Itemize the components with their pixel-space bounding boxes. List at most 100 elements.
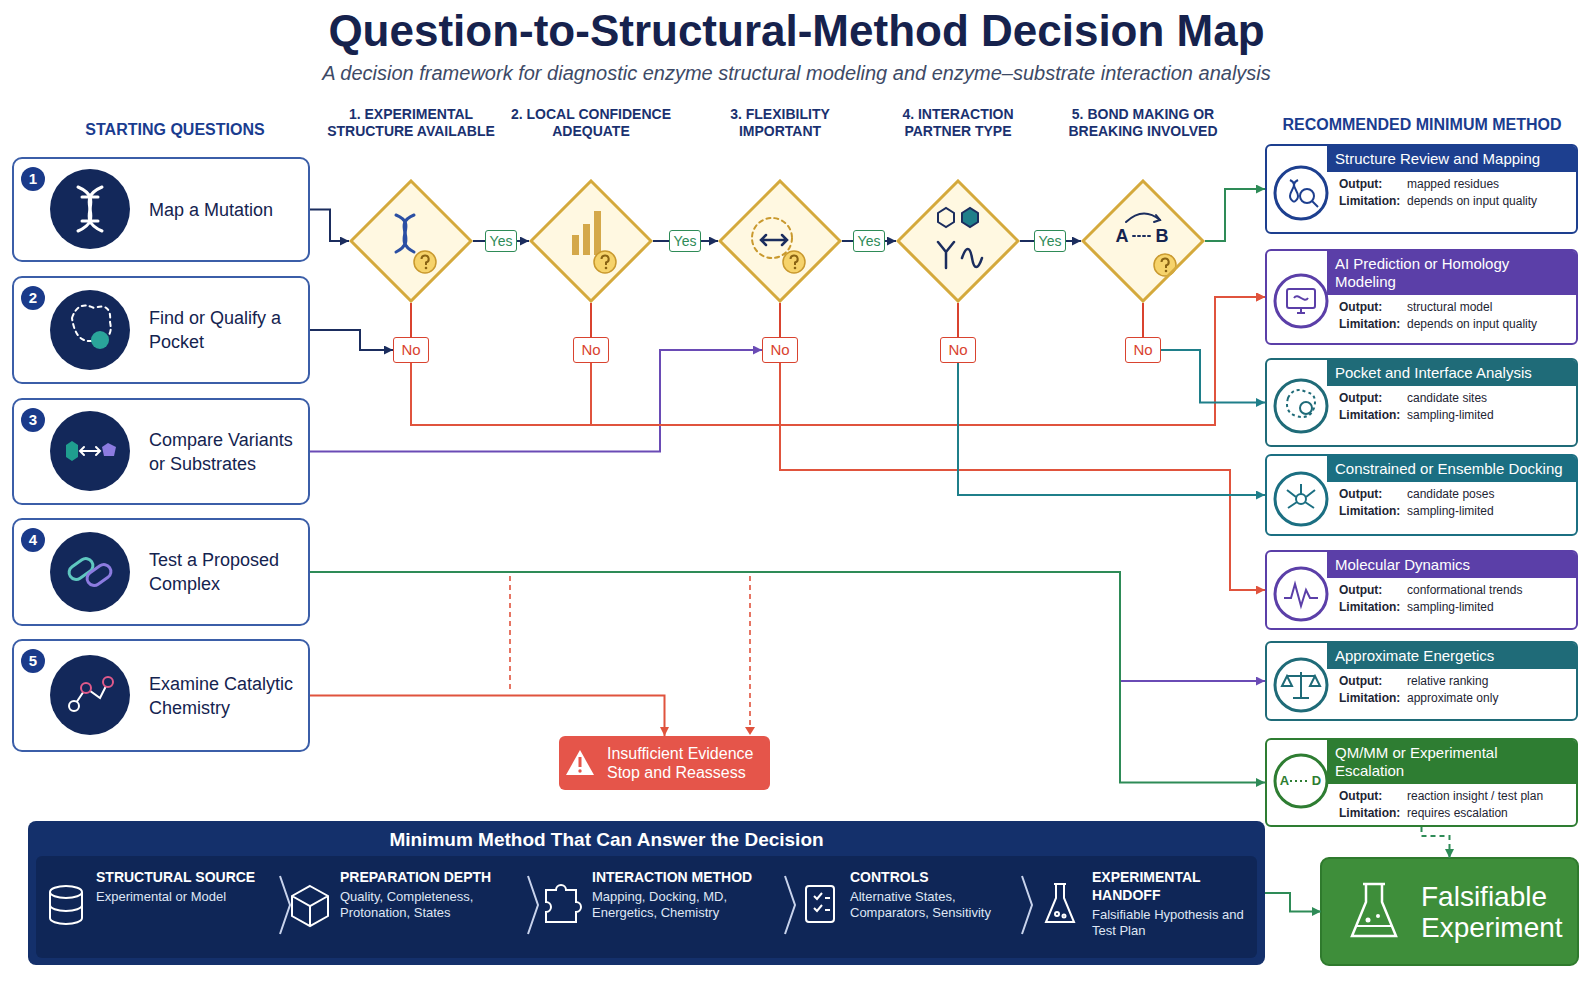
summary-band: Minimum Method That Can Answer the Decis… [28, 821, 1265, 965]
method-heading: Approximate Energetics [1327, 643, 1576, 669]
diamond-icon-part [962, 208, 978, 227]
step-title: EXPERIMENTAL HANDOFF [1092, 868, 1252, 904]
connector [310, 210, 349, 242]
summary-band [28, 821, 1265, 965]
field-value: conformational trends [1407, 583, 1570, 598]
question-icon-part-part [82, 197, 98, 221]
diamond-icon-part [938, 242, 954, 268]
method-heading: Constrained or Ensemble Docking [1327, 456, 1576, 482]
field-name: Output: [1339, 300, 1407, 315]
question-icon [50, 169, 130, 735]
diamond-icon-part [761, 235, 787, 245]
connector [1142, 303, 1144, 337]
no-label-box: No [393, 337, 429, 363]
method-icon-part-part [1294, 296, 1308, 313]
field-value: requires escalation [1407, 806, 1570, 821]
question-icon-part-part [66, 556, 95, 582]
connector [310, 330, 393, 350]
diamond-icon-part [1154, 215, 1160, 222]
decision-heading: 2. LOCAL CONFIDENCE ADEQUATE [506, 106, 676, 140]
connector [310, 572, 1265, 681]
method-icon-part-part [1284, 584, 1318, 606]
callout-number: 3 [21, 408, 45, 432]
subtitle: A decision framework for diagnostic enzy… [0, 61, 1593, 85]
field-value: candidate poses [1407, 487, 1570, 502]
field-name: Limitation: [1339, 408, 1407, 423]
field-value: mapped residues [1407, 177, 1570, 192]
question-box: 3Compare Variants or Substrates [12, 398, 310, 505]
diamond-fill-part [349, 179, 473, 303]
question-box: 1Map a Mutation [12, 157, 310, 262]
method-details: Output:candidate sitesLimitation:samplin… [1339, 391, 1570, 423]
connector [517, 240, 529, 242]
step-body: Mapping, Docking, MD, Energetics, Chemis… [592, 889, 774, 921]
question-icon-part-part [74, 682, 108, 706]
alert-text: Insufficient Evidence Stop and Reassess [607, 744, 766, 782]
decision-diamond: 2. LOCAL CONFIDENCE ADEQUATE [506, 106, 676, 303]
method-icon-part-part [1287, 484, 1315, 508]
field-value: sampling-limited [1407, 504, 1570, 519]
question-icon-part-part [78, 187, 102, 231]
method-box: Constrained or Ensemble DockingOutput:ca… [1265, 454, 1578, 536]
connector [411, 297, 1265, 425]
yes-text: Yes [858, 233, 881, 249]
method-heading: Pocket and Interface Analysis [1327, 360, 1576, 386]
step-icon-part [1046, 884, 1074, 922]
no-label-box: No [940, 337, 976, 363]
step-title: PREPARATION DEPTH [340, 868, 516, 886]
diamond-icon-part [572, 235, 579, 255]
experiment-box: Falsifiable Experiment [1321, 858, 1578, 965]
summary-band-part [36, 856, 1257, 958]
diamond-icon-part [1133, 235, 1153, 237]
question-mark-badge-part [594, 251, 616, 273]
method-heading: QM/MM or Experimental Escalation [1327, 740, 1576, 784]
connector [842, 240, 853, 242]
alert-box-part [579, 757, 582, 767]
decision-diamond: 1. EXPERIMENTAL STRUCTURE AVAILABLE [326, 106, 496, 303]
no-text: No [581, 342, 600, 358]
diamond-icon-part [752, 218, 792, 258]
band-chevron-part [1022, 876, 1032, 934]
connector [885, 240, 896, 242]
method-icon-part-part [1300, 402, 1312, 414]
step-title: CONTROLS [850, 868, 1010, 886]
yes-text: Yes [490, 233, 513, 249]
method-box: Approximate EnergeticsOutput:relative ra… [1265, 641, 1578, 721]
no-text: No [948, 342, 967, 358]
diamond-outline-shape [1083, 181, 1203, 301]
alert-box [559, 736, 770, 790]
connector [779, 303, 781, 337]
method-box: Structure Review and MappingOutput:mappe… [1265, 144, 1578, 234]
method-icon [1275, 167, 1327, 807]
icon-letter: B [1154, 226, 1170, 246]
yes-text: Yes [1039, 233, 1062, 249]
experiment-text: Falsifiable Experiment [1421, 881, 1572, 943]
column-header: RECOMMENDED MINIMUM METHOD [1262, 116, 1582, 134]
field-value: candidate sites [1407, 391, 1570, 406]
column-header: STARTING QUESTIONS [40, 121, 310, 139]
step-icon-part [50, 892, 82, 924]
connector [1205, 189, 1265, 241]
field-name: Limitation: [1339, 691, 1407, 706]
method-icon-part [1282, 180, 1320, 781]
band-step: CONTROLSAlternative States, Comparators,… [850, 868, 1010, 958]
band-heading: Minimum Method That Can Answer the Decis… [28, 821, 1265, 851]
connector [1020, 240, 1034, 242]
icon-letter: D [1311, 773, 1322, 788]
question-text: Compare Variants or Substrates [149, 428, 308, 476]
decision-heading: 3. FLEXIBILITY IMPORTANT [695, 106, 865, 140]
diamond-icon-part [962, 249, 982, 267]
field-name: Output: [1339, 674, 1407, 689]
field-name: Limitation: [1339, 504, 1407, 519]
diamond-outline-shape [531, 181, 651, 301]
method-icon-part-part [1290, 780, 1310, 782]
connector [780, 363, 1265, 590]
field-value: sampling-limited [1407, 408, 1570, 423]
diamond-fill-part [1081, 179, 1205, 303]
callout-number: 1 [21, 167, 45, 191]
decision-heading: 4. INTERACTION PARTNER TYPE [873, 106, 1043, 140]
method-details: Output:reaction insight / test planLimit… [1339, 789, 1570, 821]
diamond-fill-part [529, 179, 653, 303]
yes-label-box: Yes [1034, 230, 1066, 252]
diamond-icon-part [583, 224, 590, 255]
